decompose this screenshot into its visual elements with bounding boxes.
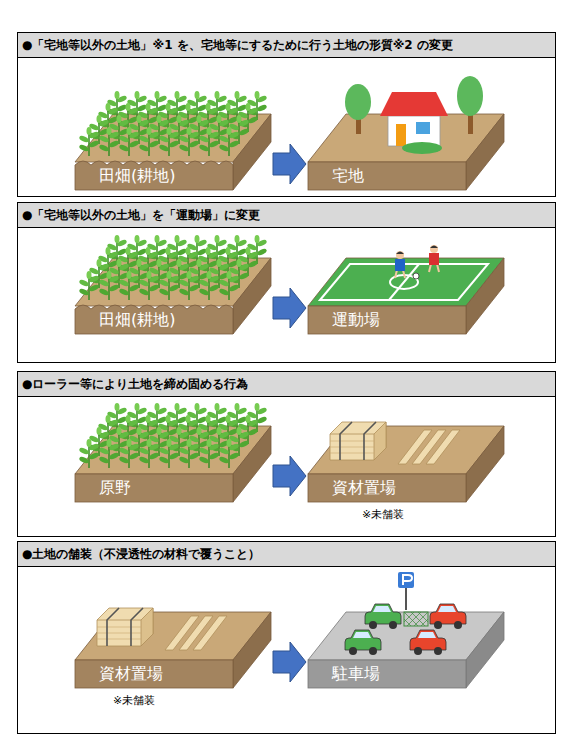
- sports-ground-block-part: [413, 273, 419, 279]
- block-label: 運動場: [308, 306, 466, 334]
- terrain-block: 田畑(耕地): [75, 114, 271, 190]
- sports-ground-block-part: [466, 258, 504, 334]
- sports-ground-block-part: [429, 264, 439, 272]
- block-label: 原野: [75, 474, 233, 502]
- sports-ground-block-part: [396, 251, 404, 259]
- farmland-block: [75, 91, 271, 190]
- section-heading: ●「宅地等以外の土地」を「運動場」に変更: [18, 203, 555, 228]
- material-yard-block-part: [466, 426, 504, 502]
- parking-block: [308, 572, 504, 688]
- block-label: 資材置場: [75, 660, 233, 688]
- block-arrow: [273, 642, 306, 682]
- terrain-block: 原野: [75, 426, 271, 502]
- sports-ground-block-part: [395, 259, 405, 271]
- section-heading: ●ローラー等により土地を締め固める行為: [18, 372, 555, 397]
- note-label: ※未舗装: [362, 508, 404, 522]
- section-panel: ●「宅地等以外の土地」を「運動場」に変更田畑(耕地) 運動場: [17, 202, 556, 363]
- section-panel: ●「宅地等以外の土地」※1 を、宅地等にするために行う土地の形質※2 の変更田畑…: [17, 32, 556, 197]
- residential-block-part: [396, 124, 406, 146]
- parking-block-part: [345, 630, 381, 655]
- parking-block-part: [308, 660, 466, 688]
- terrain-block: 宅地: [308, 114, 504, 190]
- block-label: 駐車場: [308, 660, 466, 688]
- material-yard-block-part: [97, 608, 227, 650]
- parking-block-part: [404, 612, 428, 626]
- terrain-block: 資材置場: [75, 612, 271, 688]
- material-yard-block-part: [308, 474, 466, 502]
- note-label: ※未舗装: [113, 694, 155, 708]
- section-panel: ●ローラー等により土地を締め固める行為原野 資材置場: [17, 371, 556, 537]
- wasteland-block-part: [78, 403, 267, 468]
- parking-block-part: [404, 612, 428, 626]
- farmland-block-part: [78, 235, 267, 300]
- block-arrow: [273, 288, 306, 328]
- terrain-block: 田畑(耕地): [75, 258, 271, 334]
- section-heading: ●「宅地等以外の土地」※1 を、宅地等にするために行う土地の形質※2 の変更: [18, 33, 555, 58]
- residential-block-part: [308, 162, 466, 190]
- residential-block-part: [416, 122, 430, 134]
- block-label: 田畑(耕地): [75, 306, 233, 334]
- parking-block-part: [365, 604, 401, 629]
- parking-block-part: [398, 572, 414, 588]
- sports-ground-block-part: [429, 253, 439, 265]
- block-arrow: [273, 144, 306, 184]
- block-label: 宅地: [308, 162, 466, 190]
- sports-ground-block: [308, 245, 504, 334]
- parking-block-part: [430, 604, 466, 629]
- material-yard-block: [75, 608, 271, 688]
- parking-block-part: [410, 630, 446, 655]
- section-panel: ●土地の舗装（不浸透性の材料で覆うこと） 資材置場 駐車場: [17, 541, 556, 734]
- sports-ground-block-part: [430, 245, 438, 253]
- residential-block-part: [380, 92, 448, 116]
- terrain-block: 運動場: [308, 258, 504, 334]
- terrain-block: 資材置場: [308, 426, 504, 502]
- farmland-block-part: [78, 91, 267, 156]
- sports-ground-block-part: [396, 252, 404, 255]
- residential-block-part: [457, 76, 483, 116]
- block-label: 田畑(耕地): [75, 162, 233, 190]
- wasteland-block-part: [75, 474, 233, 502]
- residential-block: [308, 76, 504, 190]
- block-arrow: [273, 456, 306, 496]
- parking-block-part: [403, 575, 412, 585]
- material-yard-block-part: [330, 422, 460, 464]
- farmland-block: [75, 235, 271, 334]
- sports-ground-block-part: [430, 246, 438, 249]
- sports-ground-block-part: [308, 306, 466, 334]
- sports-ground-block-part: [395, 270, 405, 278]
- material-yard-block: [308, 422, 504, 502]
- wasteland-block: [75, 403, 271, 502]
- farmland-block-part: [75, 161, 233, 190]
- material-yard-block-part: [75, 660, 233, 688]
- terrain-block: 駐車場: [308, 612, 504, 688]
- block-label: 資材置場: [308, 474, 466, 502]
- farmland-block-part: [75, 305, 233, 334]
- residential-block-part: [345, 84, 371, 120]
- parking-block-part: [405, 588, 407, 610]
- parking-block-part: [466, 612, 504, 688]
- section-heading: ●土地の舗装（不浸透性の材料で覆うこと）: [18, 542, 555, 567]
- residential-block-part: [388, 116, 440, 146]
- material-yard-block-part: [233, 612, 271, 688]
- residential-block-part: [402, 142, 442, 154]
